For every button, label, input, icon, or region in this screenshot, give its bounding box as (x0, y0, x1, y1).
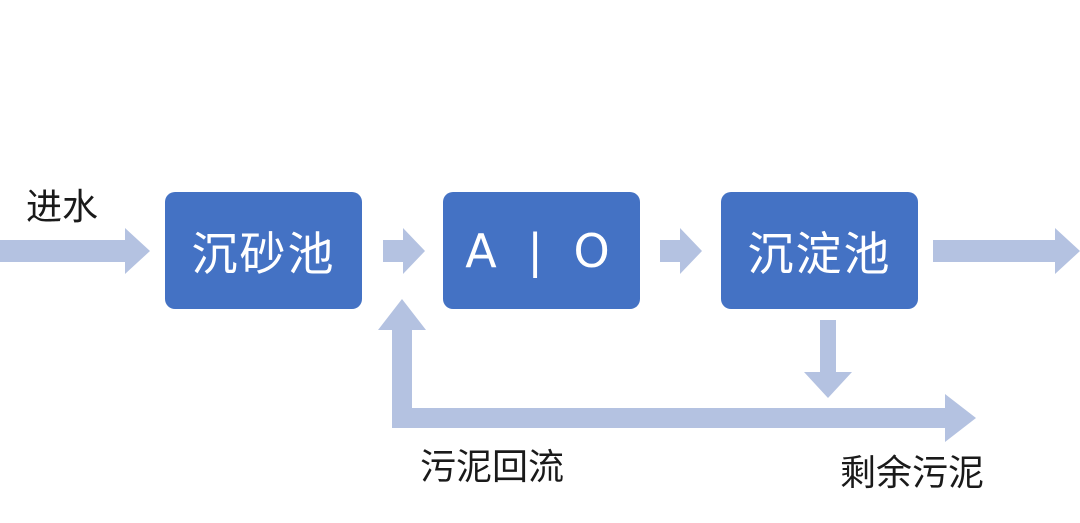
inflow-label: 进水 (26, 187, 99, 228)
settling-down-arrow (804, 320, 852, 398)
ao-tank-label: A | O (465, 223, 618, 278)
excess-sludge-label: 剩余污泥 (840, 453, 985, 494)
excess-sludge-arrow (392, 394, 976, 442)
outflow-arrow (933, 228, 1080, 274)
settling-tank-label: 沉淀池 (747, 226, 892, 281)
sand-tank-box: 沉砂池 (165, 192, 362, 309)
ao-tank-box: A | O (443, 192, 640, 309)
sludge-return-arrow (378, 299, 426, 428)
arrow-ao-to-settling (660, 228, 702, 274)
sludge-return-label: 污泥回流 (420, 447, 565, 488)
sand-tank-label: 沉砂池 (191, 226, 336, 281)
settling-tank-box: 沉淀池 (721, 192, 918, 309)
arrow-sand-to-ao (383, 228, 425, 274)
inflow-arrow (0, 228, 150, 274)
